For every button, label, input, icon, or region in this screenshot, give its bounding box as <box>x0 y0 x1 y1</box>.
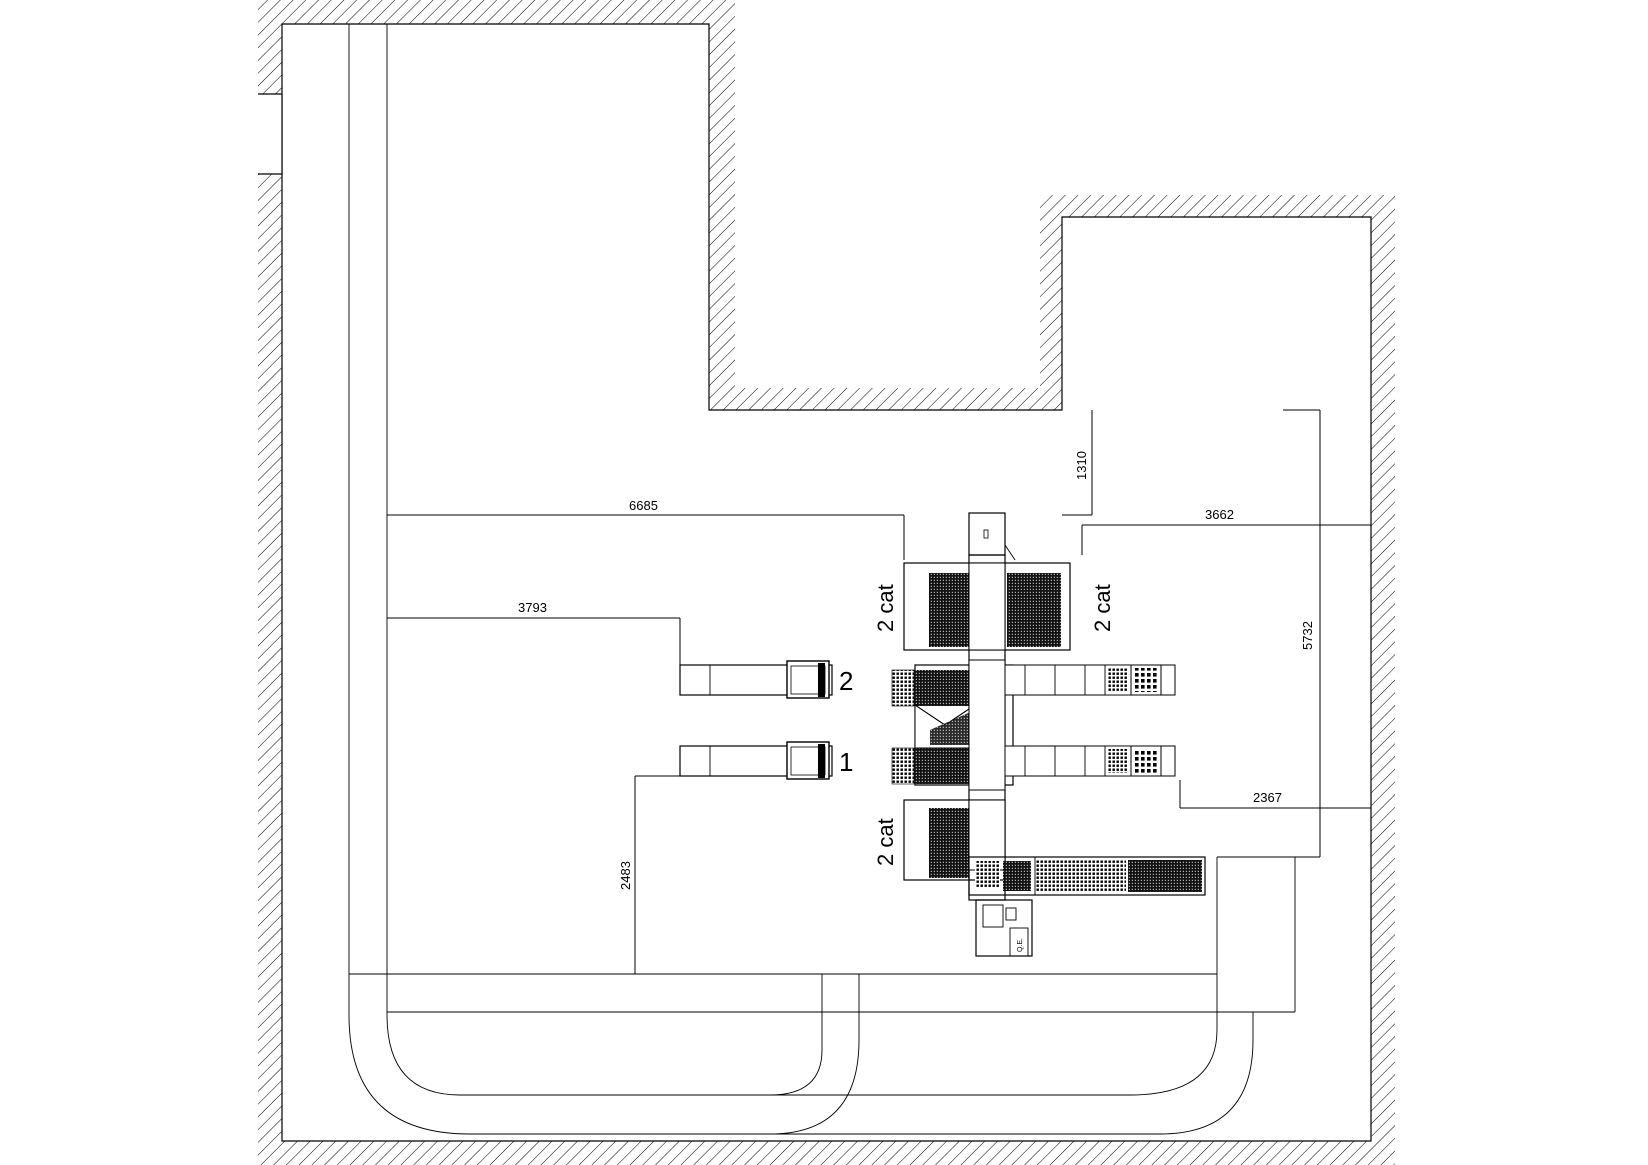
cat-label-upper-right: 2 cat <box>1090 584 1115 632</box>
building-walls <box>256 0 1395 1165</box>
bay-1 <box>679 741 1176 780</box>
cat-label-lower-left: 2 cat <box>873 818 898 866</box>
wash-equipment: Q.E. <box>679 512 1206 957</box>
door-opening <box>256 94 282 174</box>
dimension-6685: 6685 <box>629 498 658 513</box>
wall-inner-line <box>281 23 1372 1142</box>
dimension-5732: 5732 <box>1300 621 1315 650</box>
drive-lane-outlines <box>348 24 1296 1135</box>
bay-2 <box>679 660 1176 699</box>
lane-number-1: 1 <box>839 747 853 777</box>
dimension-2367: 2367 <box>1253 790 1282 805</box>
dimension-3793: 3793 <box>518 600 547 615</box>
dimension-2483: 2483 <box>618 861 633 890</box>
dimension-3662: 3662 <box>1205 507 1234 522</box>
lane-number-2: 2 <box>839 666 853 696</box>
dimension-1310: 1310 <box>1074 451 1089 480</box>
qe-label: Q.E. <box>1017 938 1024 952</box>
wall-hatching <box>258 0 1395 1165</box>
area-labels: 2 cat 2 cat 2 cat 2 1 <box>839 584 1115 866</box>
dimension-lines: 6685 3793 3662 1310 5732 2367 2483 <box>387 409 1371 974</box>
cat-label-upper-left: 2 cat <box>873 584 898 632</box>
